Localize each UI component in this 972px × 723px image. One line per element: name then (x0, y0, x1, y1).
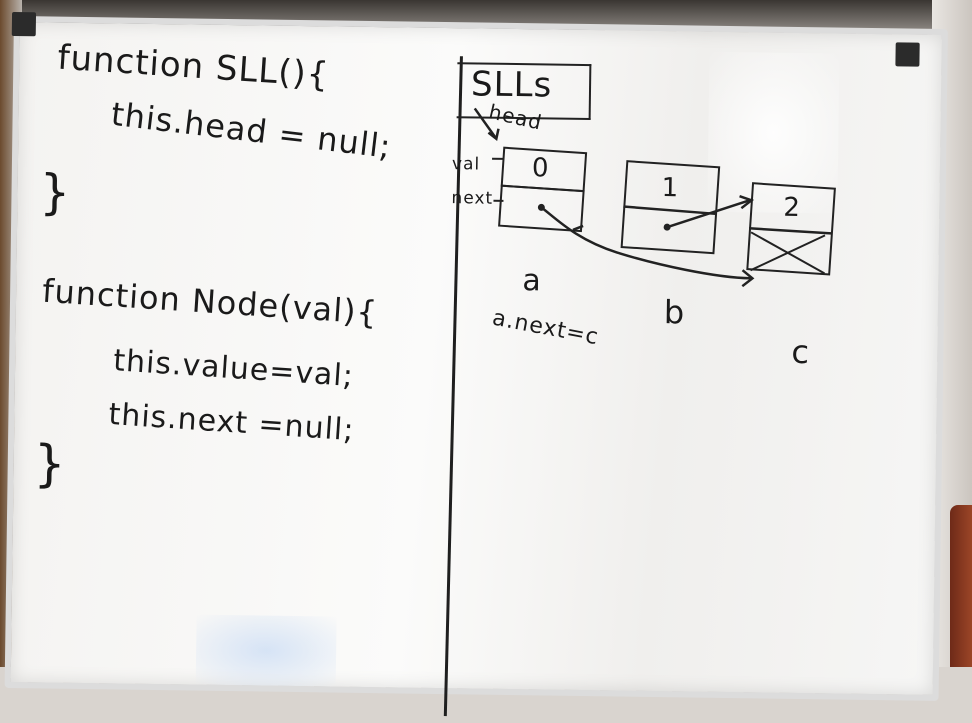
classroom-scene: function SLL(){ this.head = null; } func… (0, 0, 972, 667)
null-cross-line (751, 234, 825, 271)
head-arrow (474, 108, 496, 138)
node-b-divider (623, 207, 715, 214)
whiteboard: function SLL(){ this.head = null; } func… (5, 16, 948, 701)
diagram-arrows (11, 22, 942, 695)
node-c-divider (749, 228, 831, 233)
chair-back (950, 505, 972, 667)
b-to-c-arrow (667, 199, 749, 228)
a-to-c-arrow (540, 207, 751, 278)
